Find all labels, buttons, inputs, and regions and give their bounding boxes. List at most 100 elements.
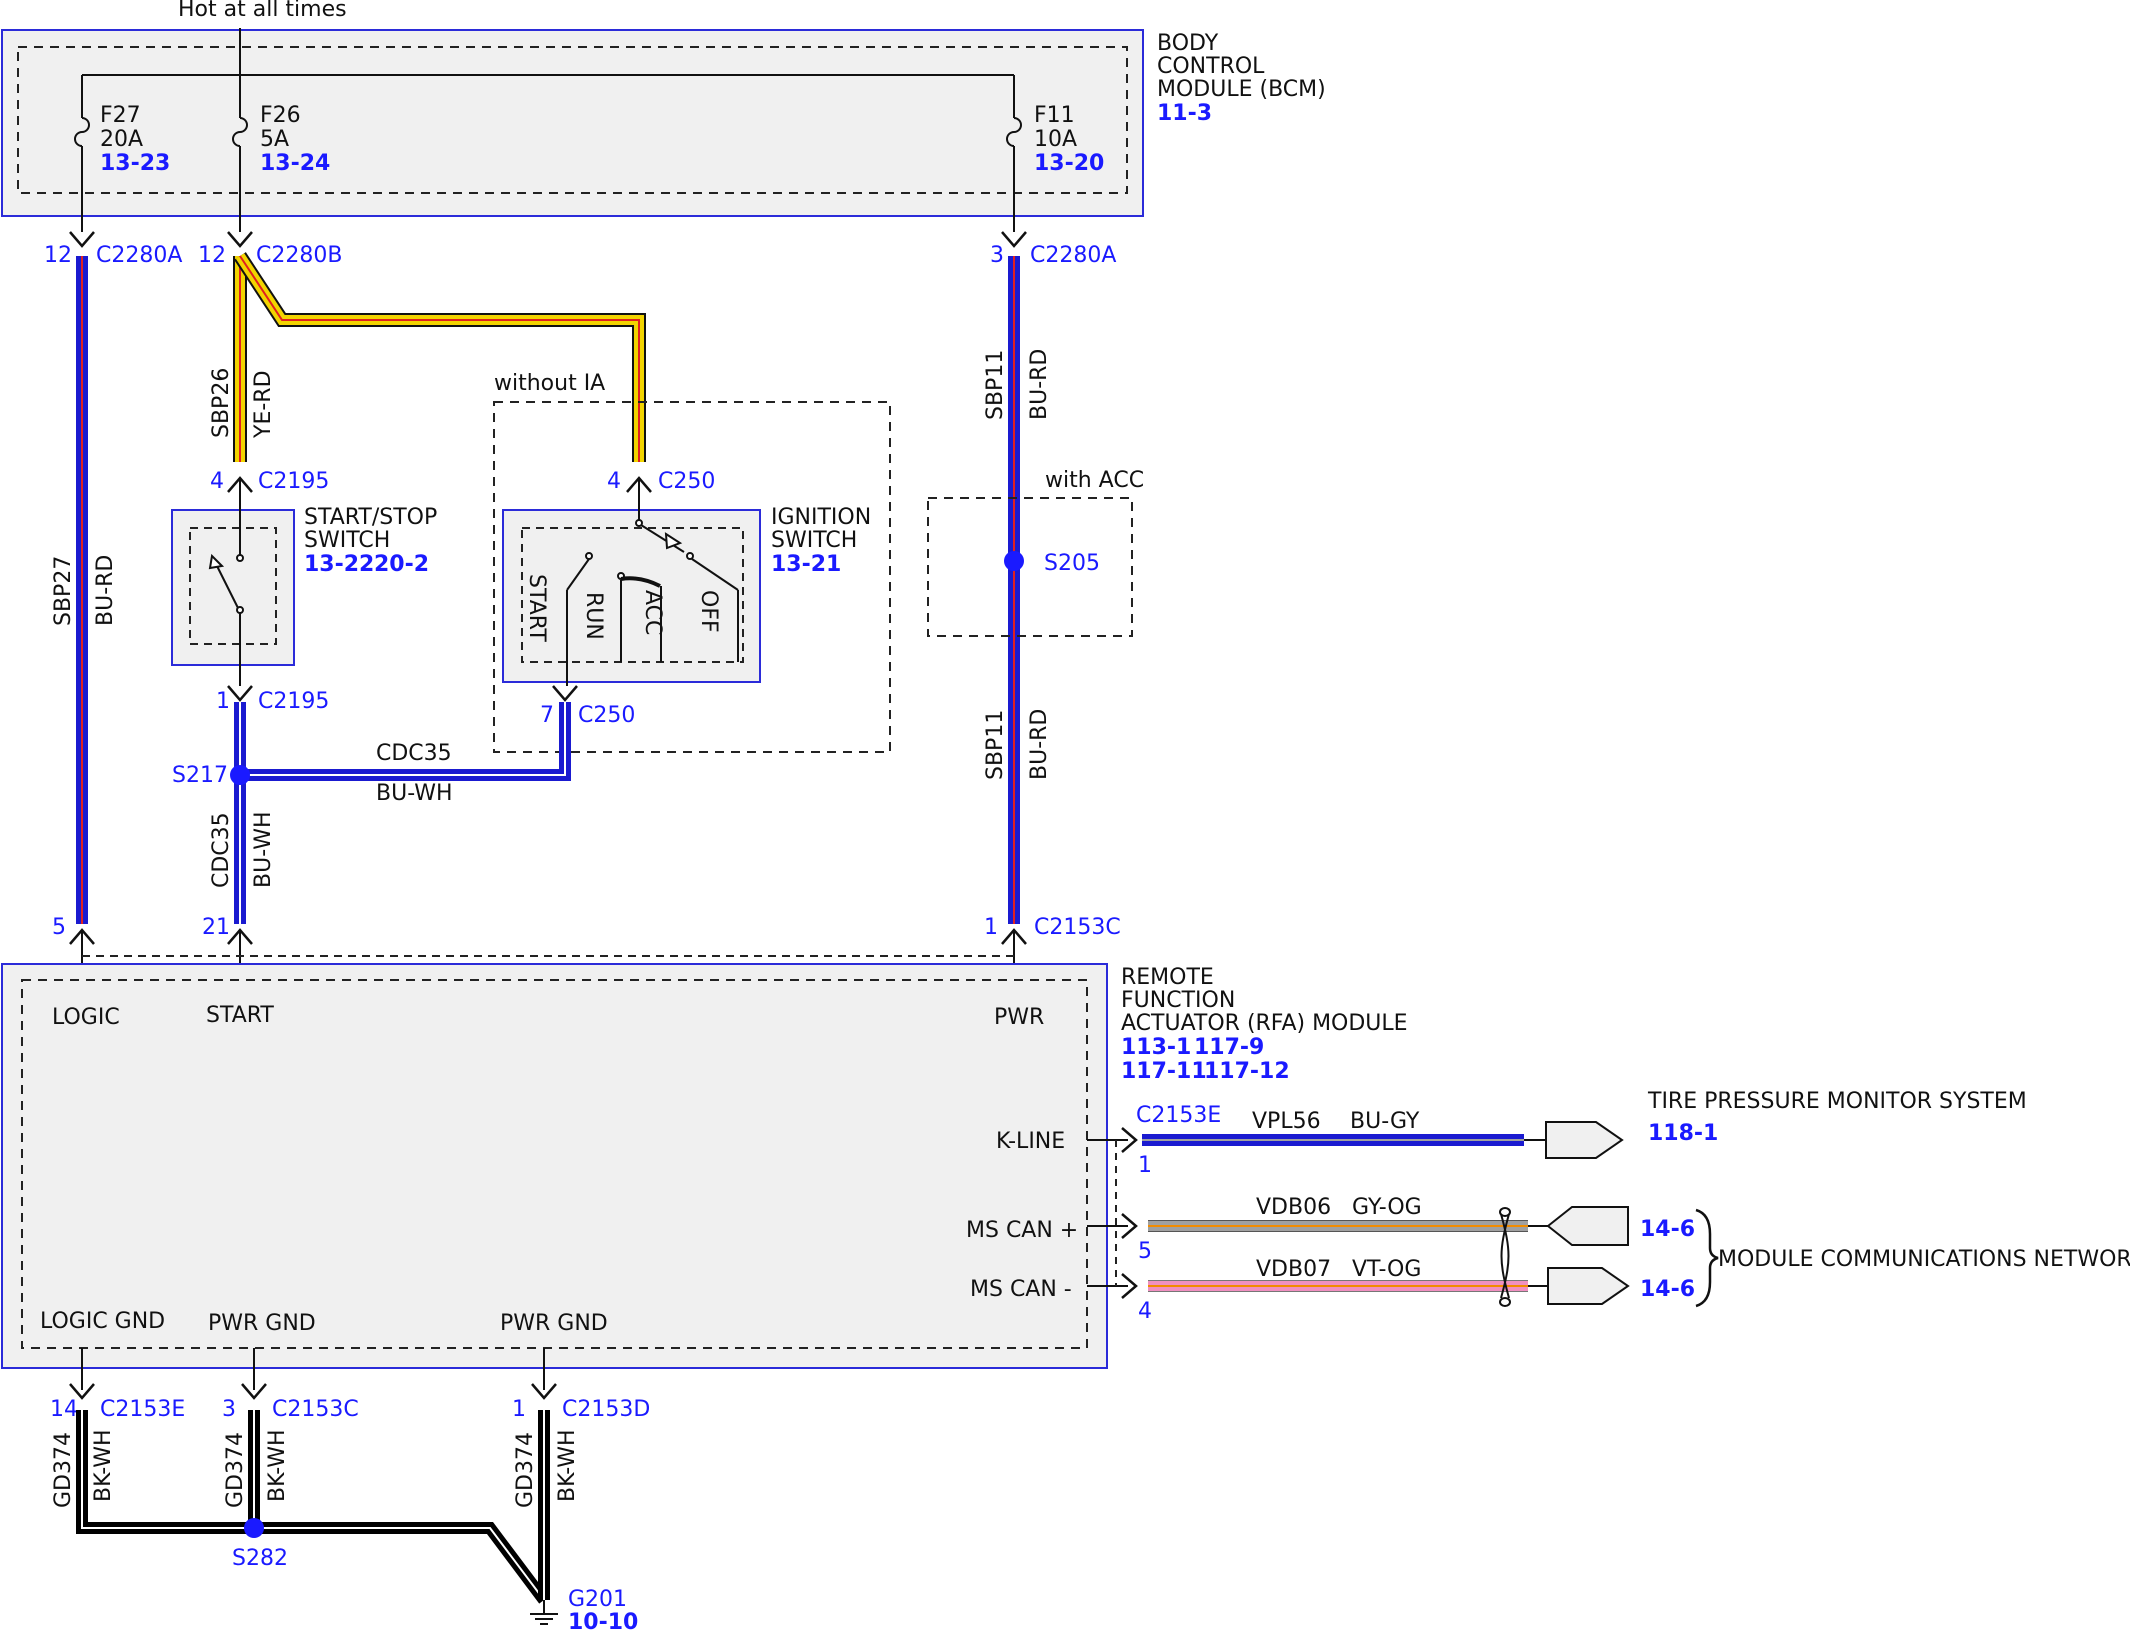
- bcm-inner-dashed: [17, 46, 1128, 194]
- without-ia-dashed-box: [493, 401, 891, 753]
- wire-color-h: BU-WH: [376, 781, 453, 806]
- fuse-f27-ref[interactable]: 13-23: [100, 151, 170, 176]
- mscanp-flag-icon[interactable]: [1546, 1206, 1629, 1246]
- mscanm-flag-icon[interactable]: [1547, 1267, 1630, 1305]
- wire-circuit-h: CDC35: [376, 741, 452, 766]
- splice-s205-label: S205: [1044, 551, 1100, 576]
- rfa-ref-2[interactable]: 117-9: [1194, 1035, 1264, 1060]
- wire-color: BU-RD: [93, 555, 118, 626]
- wire-color-v: BU-WH: [251, 811, 276, 888]
- wire-vdb06: VDB06 GY-OG: [1148, 1195, 1548, 1232]
- network-title: MODULE COMMUNICATIONS NETWORK: [1718, 1247, 2130, 1272]
- rfa-ref-4[interactable]: 117-12: [1204, 1059, 1290, 1084]
- with-acc-option: with ACC S205: [927, 468, 1144, 637]
- without-ia-option: without IA: [493, 371, 891, 753]
- ground-icon: [530, 1613, 558, 1625]
- rfa-pin-kline: K-LINE: [996, 1129, 1065, 1154]
- wire-color: VT-OG: [1352, 1257, 1421, 1282]
- fuse-f26-ref[interactable]: 13-24: [260, 151, 330, 176]
- fuse-symbol: [232, 117, 248, 147]
- wire-sbp11: SBP11 BU-RD SBP11 BU-RD: [983, 256, 1052, 924]
- wire-color: BU-GY: [1350, 1109, 1420, 1134]
- connector-name: C2280B: [256, 243, 342, 268]
- gnd-logic-connector: C2153E: [100, 1397, 185, 1422]
- bcm-module: BODY CONTROL MODULE (BCM) 11-3: [1, 29, 1326, 217]
- gnd-pwr1-pin: 3: [222, 1397, 236, 1422]
- fuse-f11-ref[interactable]: 13-20: [1034, 151, 1104, 176]
- network-ref-1[interactable]: 14-6: [1640, 1217, 1695, 1242]
- wire-color-c: BK-WH: [555, 1429, 580, 1502]
- rfa-pin-start: START: [206, 1003, 274, 1028]
- fuse-f26: F26 5A 13-24: [232, 75, 330, 232]
- connector-c2280a-pin12: 12 C2280A: [44, 231, 182, 268]
- fuse-f27-name: F27: [100, 103, 141, 128]
- wire-circuit: VDB06: [1256, 1195, 1331, 1220]
- bcm-ref[interactable]: 11-3: [1157, 101, 1212, 126]
- bcm-title-line1: BODY: [1157, 31, 1219, 56]
- bcm-title-line3: MODULE (BCM): [1157, 77, 1326, 102]
- connector-pin: 12: [198, 243, 226, 268]
- ignition-ref[interactable]: 13-21: [771, 552, 841, 577]
- wire-color: GY-OG: [1352, 1195, 1422, 1220]
- rfa-inner-dashed: [21, 979, 1088, 1349]
- start-stop-title-1: START/STOP: [304, 505, 437, 530]
- rfa-top-connectors: 5 21 1 C2153C: [52, 915, 1121, 980]
- tpms-flag-icon[interactable]: [1545, 1121, 1624, 1159]
- wire-color: YE-RD: [251, 370, 276, 439]
- connector-c2195-top: [227, 476, 253, 493]
- twisted-pair-icon: [1499, 1207, 1511, 1307]
- kline-connector: C2153E: [1136, 1103, 1221, 1128]
- with-acc-label: with ACC: [1045, 468, 1144, 493]
- with-acc-dashed-box: [927, 497, 1133, 637]
- rfa-pin-mscanp: MS CAN +: [966, 1218, 1078, 1243]
- wire-color-b: BK-WH: [265, 1429, 290, 1502]
- ground-connectors: 14 C2153E 3 C2153C 1 C2153D: [50, 1348, 650, 1422]
- fuse-f11-rating: 10A: [1034, 127, 1077, 152]
- connector-pin: 4: [607, 469, 621, 494]
- ignition-title-2: SWITCH: [771, 528, 857, 553]
- rfa-pin-mscanm: MS CAN -: [970, 1277, 1072, 1302]
- wire-circuit: SBP27: [51, 556, 76, 626]
- fuse-f26-rating: 5A: [260, 127, 289, 152]
- splice-s282-label: S282: [232, 1546, 288, 1571]
- rfa-pwr-connector: C2153C: [1034, 915, 1121, 940]
- rfa-right-connectors: C2153E 1 5 4: [1087, 1103, 1221, 1324]
- rfa-pin-pwr: PWR: [994, 1005, 1044, 1030]
- bcm-title-line2: CONTROL: [1157, 54, 1265, 79]
- ignition-switch: 4 C250 START RUN ACC OFF 7 C250 IGNITION…: [502, 469, 871, 728]
- rfa-ref-3[interactable]: 117-11: [1121, 1059, 1207, 1084]
- connector-c2280b-pin12: 12 C2280B: [198, 231, 342, 268]
- fuse-symbol: [74, 117, 90, 147]
- splice-s282: [244, 1518, 264, 1538]
- fuse-f27-rating: 20A: [100, 127, 143, 152]
- ignition-pos-start: START: [524, 574, 549, 642]
- kline-pin: 1: [1138, 1153, 1152, 1178]
- connector-c2280a-pin3: 3 C2280A: [990, 231, 1116, 268]
- ignition-pos-off: OFF: [696, 590, 721, 633]
- network-ref-2[interactable]: 14-6: [1640, 1277, 1695, 1302]
- ignition-switch-inner: [521, 527, 744, 663]
- ignition-switch-box: [502, 509, 761, 683]
- splice-s217-label: S217: [172, 763, 228, 788]
- wire-circuit-a: GD374: [51, 1432, 76, 1508]
- connector-c250-top: [626, 476, 652, 493]
- rfa-pin-pwr-gnd2: PWR GND: [500, 1311, 608, 1336]
- start-stop-ref-2[interactable]: 20-2: [374, 552, 429, 577]
- rfa-title-1: REMOTE: [1121, 965, 1214, 990]
- ground-ref[interactable]: 10-10: [568, 1610, 638, 1631]
- rfa-ref-1[interactable]: 113-1: [1121, 1035, 1191, 1060]
- fuse-f27: F27 20A 13-23: [74, 75, 170, 232]
- start-stop-title-2: SWITCH: [304, 528, 390, 553]
- wire-color-bot: BU-RD: [1027, 709, 1052, 780]
- ground-g201: G201 10-10: [530, 1587, 638, 1631]
- start-stop-switch-inner: [189, 527, 277, 645]
- wire-circuit-v: CDC35: [209, 812, 234, 888]
- run-acc-bridge: [620, 576, 661, 588]
- ground-name: G201: [568, 1587, 627, 1612]
- tpms-ref[interactable]: 118-1: [1648, 1121, 1718, 1146]
- connector-name: C2195: [258, 689, 329, 714]
- start-stop-ref-1[interactable]: 13-22: [304, 552, 374, 577]
- rfa-start-pin: 21: [202, 915, 230, 940]
- connector-name: C250: [578, 703, 635, 728]
